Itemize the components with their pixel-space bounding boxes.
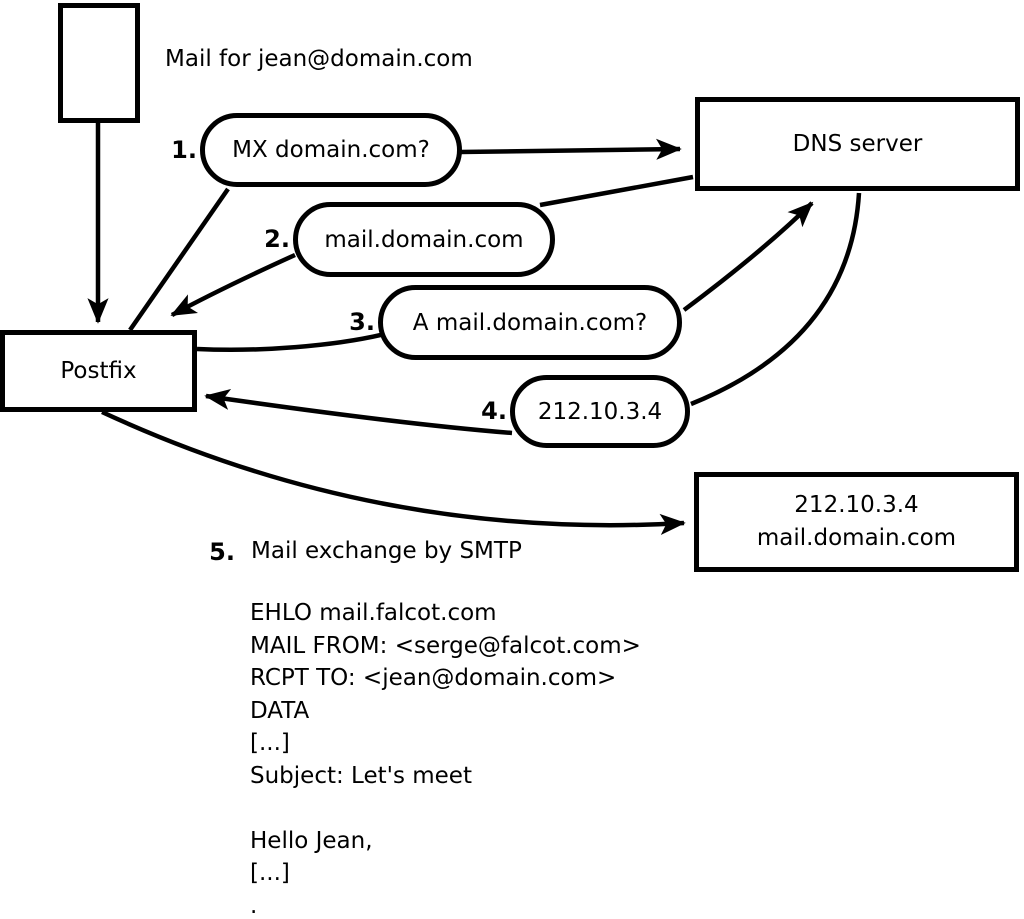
step-2-number: 2. [264, 225, 290, 253]
smtp-line: RCPT TO: <jean@domain.com> [250, 665, 617, 691]
arrow-postfix-to-mailserver [101, 409, 686, 535]
step-4-label: 212.10.3.4 [537, 398, 663, 425]
arrow-step2-to-postfix [170, 252, 296, 317]
line-dns-to-step2 [539, 174, 694, 208]
postfix-node: Postfix [0, 330, 197, 412]
dns-server-node: DNS server [695, 97, 1020, 191]
step-2-pill: mail.domain.com [293, 202, 555, 277]
arrow-step4-to-postfix [204, 388, 513, 436]
smtp-line: [...] [250, 860, 290, 886]
step-3-pill: A mail.domain.com? [378, 285, 682, 360]
step-4-pill: 212.10.3.4 [510, 375, 690, 448]
mail-for-note: Mail for jean@domain.com [165, 46, 473, 72]
dns-server-node-label: DNS server [792, 131, 923, 157]
mail-server-ip-label: 212.10.3.4 [794, 492, 919, 518]
mail-server-node: 212.10.3.4 mail.domain.com [694, 472, 1019, 572]
line-postfix-to-step3 [196, 331, 386, 352]
mail-server-hostname-label: mail.domain.com [756, 525, 957, 551]
smtp-line: EHLO mail.falcot.com [250, 600, 497, 626]
message-envelope-icon [58, 3, 140, 123]
smtp-transcript: EHLO mail.falcot.com MAIL FROM: <serge@f… [250, 597, 641, 919]
step-5-label: Mail exchange by SMTP [251, 538, 522, 564]
arrow-step1-to-dns [459, 138, 682, 160]
step-1-label: MX domain.com? [232, 137, 430, 163]
step-2-label: mail.domain.com [324, 226, 524, 253]
smtp-line: Subject: Let's meet [250, 762, 472, 789]
arrow-step3-to-dns [682, 201, 814, 312]
postfix-node-label: Postfix [60, 358, 137, 384]
step-3-label: A mail.domain.com? [412, 309, 648, 336]
smtp-line: . [250, 892, 258, 919]
step-3-number: 3. [349, 308, 375, 336]
step-1-pill: MX domain.com? [200, 113, 462, 187]
step-1-number: 1. [171, 136, 197, 164]
line-postfix-to-step1 [128, 187, 230, 332]
smtp-line [250, 792, 641, 825]
step-4-number: 4. [481, 397, 507, 425]
smtp-line: Hello Jean, [250, 827, 373, 854]
smtp-line: [...] [250, 730, 290, 756]
step-5-number: 5. [209, 538, 235, 566]
line-dns-to-step4 [690, 192, 862, 407]
smtp-line: MAIL FROM: <serge@falcot.com> [250, 632, 641, 659]
smtp-line: DATA [250, 697, 310, 724]
